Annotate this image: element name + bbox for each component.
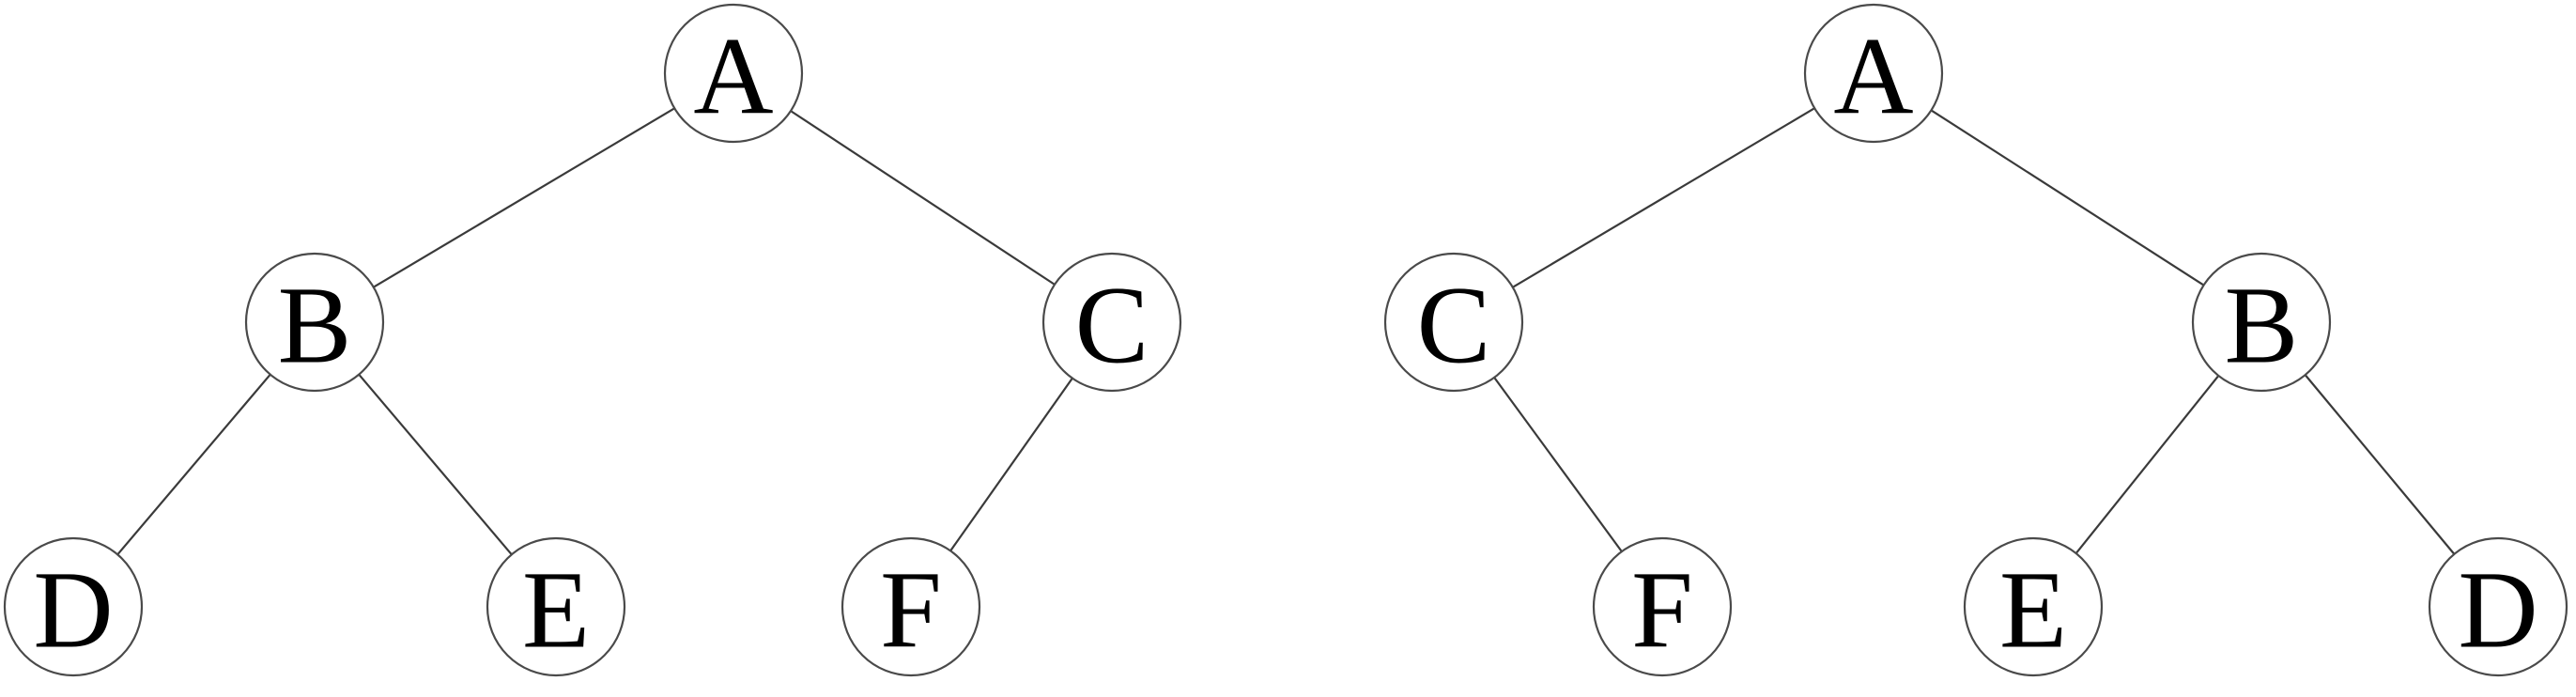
tree-edge-b-d <box>116 373 271 556</box>
node-circle-a[interactable] <box>663 3 804 144</box>
tree-edge-b-e <box>2075 375 2220 554</box>
tree-edge-a-b <box>1930 109 2205 287</box>
mirrored-tree-edges <box>1493 107 2456 555</box>
node-label-c: C <box>1075 264 1149 387</box>
tree-node-e[interactable]: E <box>486 536 626 677</box>
node-circle-c[interactable] <box>1383 252 1524 393</box>
node-label-a: A <box>693 15 773 138</box>
node-circle-f[interactable] <box>1592 536 1733 677</box>
node-label-b: B <box>2225 264 2299 387</box>
edges-layer <box>116 107 2456 556</box>
tree-node-d[interactable]: D <box>2428 536 2568 677</box>
node-circle-d[interactable] <box>3 536 144 677</box>
tree-edge-a-b <box>373 107 675 288</box>
node-label-f: F <box>880 549 942 672</box>
tree-node-f[interactable]: F <box>841 536 981 677</box>
tree-edge-a-c <box>1512 107 1815 288</box>
nodes-layer: A B C D E F A C B F E D <box>3 3 2568 677</box>
node-circle-d[interactable] <box>2428 536 2568 677</box>
tree-node-e[interactable]: E <box>1963 536 2104 677</box>
tree-node-c[interactable]: C <box>1041 252 1182 393</box>
node-circle-b[interactable] <box>2191 252 2332 393</box>
node-label-e: E <box>1999 549 2067 672</box>
tree-node-c[interactable]: C <box>1383 252 1524 393</box>
node-label-c: C <box>1417 264 1491 387</box>
mirrored-tree-nodes: A C B F E D <box>1383 3 2568 677</box>
tree-edge-a-c <box>790 110 1056 286</box>
tree-edge-c-f <box>1493 377 1623 552</box>
node-label-e: E <box>522 549 590 672</box>
tree-edge-b-e <box>358 373 513 556</box>
node-circle-b[interactable] <box>244 252 385 393</box>
node-label-d: D <box>33 549 113 672</box>
original-tree-edges <box>116 107 1073 556</box>
tree-node-d[interactable]: D <box>3 536 144 677</box>
node-circle-e[interactable] <box>486 536 626 677</box>
node-label-f: F <box>1631 549 1693 672</box>
node-label-a: A <box>1833 15 1913 138</box>
original-tree-nodes: A B C D E F <box>3 3 1182 677</box>
node-label-b: B <box>278 264 352 387</box>
tree-edge-b-d <box>2304 374 2456 555</box>
node-label-d: D <box>2458 549 2537 672</box>
tree-node-a[interactable]: A <box>1803 3 1944 144</box>
tree-node-f[interactable]: F <box>1592 536 1733 677</box>
tree-node-a[interactable]: A <box>663 3 804 144</box>
node-circle-a[interactable] <box>1803 3 1944 144</box>
node-circle-c[interactable] <box>1041 252 1182 393</box>
tree-node-b[interactable]: B <box>2191 252 2332 393</box>
tree-node-b[interactable]: B <box>244 252 385 393</box>
node-circle-f[interactable] <box>841 536 981 677</box>
tree-edge-c-f <box>949 377 1073 552</box>
node-circle-e[interactable] <box>1963 536 2104 677</box>
